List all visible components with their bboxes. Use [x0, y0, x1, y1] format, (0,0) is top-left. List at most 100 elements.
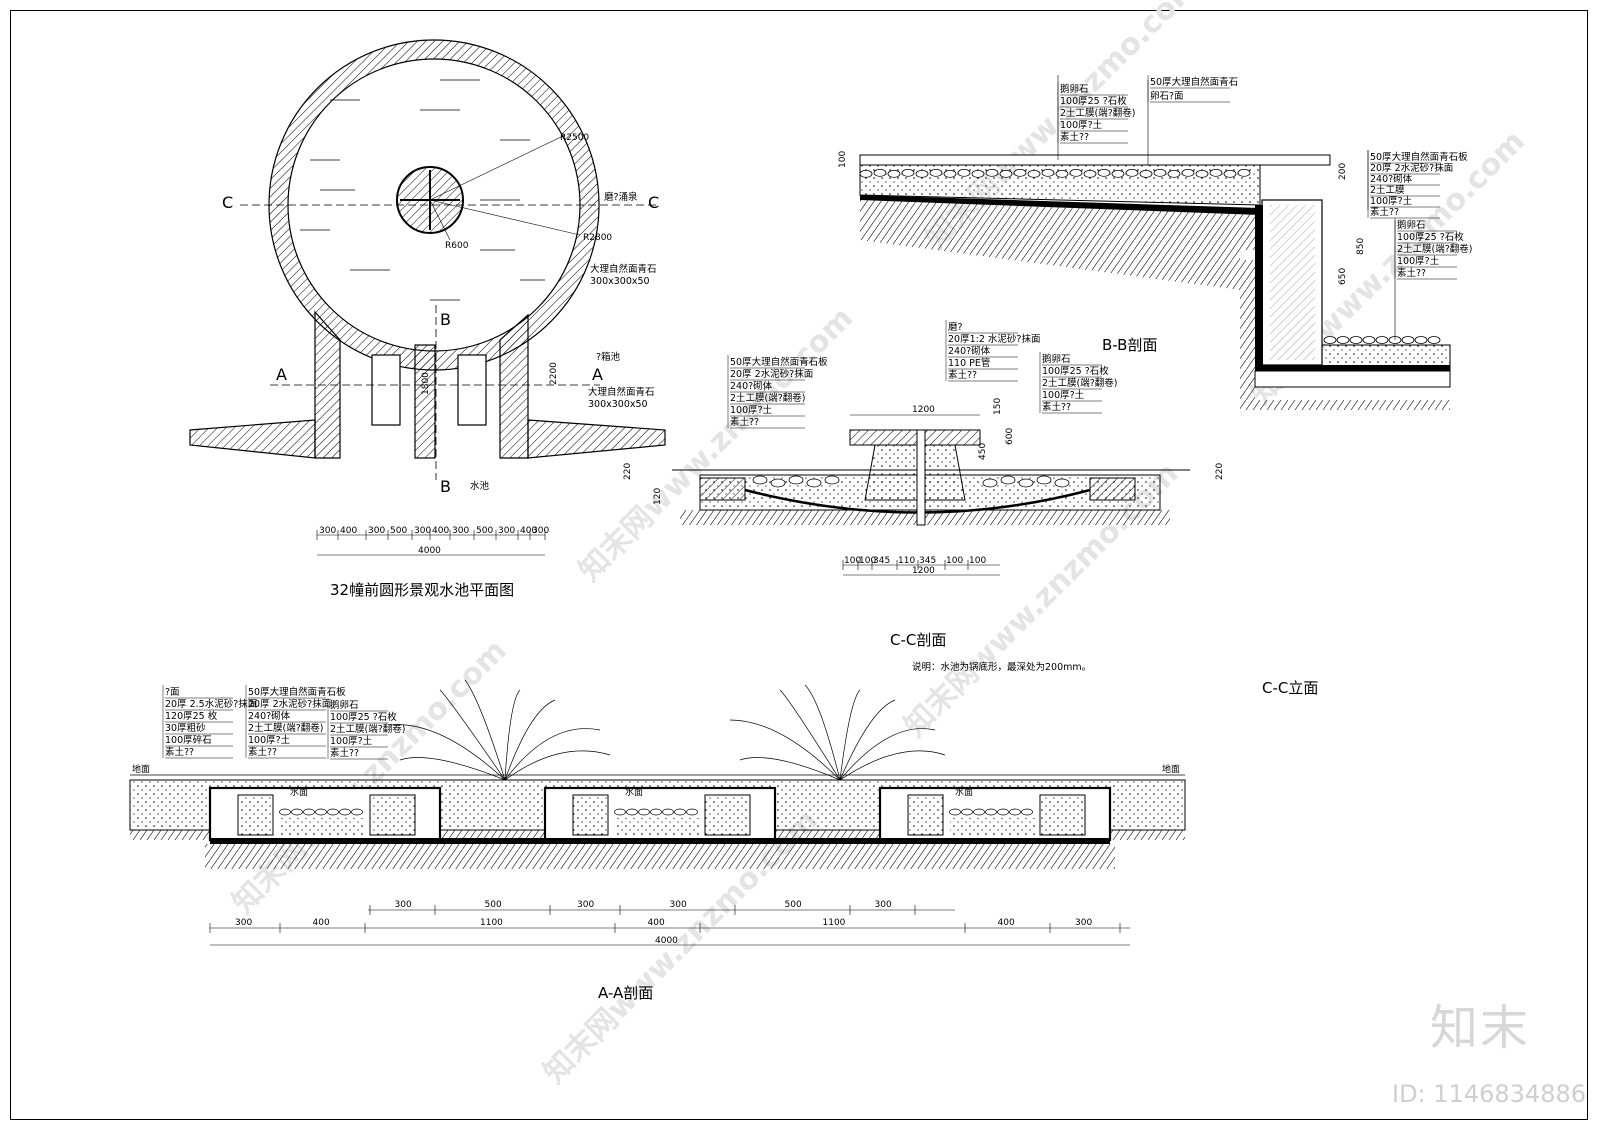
note-line: 240?砌体	[948, 345, 991, 357]
note-line: 100厚?土	[1060, 119, 1103, 131]
aa-dim-row1: 300	[875, 900, 892, 910]
cc-bottom-dim: 345	[919, 556, 936, 566]
note-line: 20厚 2.5水泥砂?抹面	[165, 698, 257, 710]
section-mark-c-left: C	[222, 193, 233, 212]
note-line: 2土工膜(端?翻卷)	[330, 723, 406, 735]
drawing-frame	[10, 10, 1588, 1120]
aa-dim-row2: 300	[1075, 918, 1092, 928]
cc-bottom-dim: 100	[946, 556, 963, 566]
note-line: 240?砌体	[730, 380, 773, 392]
cc-dim-450: 450	[978, 443, 988, 460]
cc-pebbles	[752, 475, 1070, 488]
plan-dim: 300	[368, 526, 385, 536]
note-line: 素土??	[1042, 401, 1071, 413]
cc-bottom-dim: 100	[844, 556, 861, 566]
note-line: 240?砌体	[1370, 173, 1413, 185]
note-line: 240?砌体	[248, 710, 291, 722]
note-line: 100厚?土	[248, 734, 291, 746]
note-line: 2土工膜(端?翻卷)	[1060, 107, 1136, 119]
aa-ground-right: 地面	[1162, 763, 1180, 775]
radius-600: R600	[445, 241, 469, 251]
note-line: 2土工膜(端?翻卷)	[1042, 377, 1118, 389]
note-line: 鹅卵石	[1060, 83, 1089, 95]
aa-dim-row2: 400	[648, 918, 665, 928]
cc-note: 说明：水池为锅底形，最深处为200mm。	[912, 661, 1091, 673]
note-line: 110 PE管	[948, 357, 990, 369]
cc-side-220-right: 220	[1215, 463, 1225, 480]
section-mark-c-right: C	[648, 193, 659, 212]
note-line: 素土??	[948, 369, 977, 381]
note-line: 鹅卵石	[330, 699, 359, 711]
note-line: 鹅卵石	[1042, 353, 1071, 365]
note-line: 100厚碎石	[165, 734, 212, 746]
note-line: 50厚大理自然面青石板	[248, 686, 346, 698]
note-line: ?面	[165, 687, 180, 698]
bb-dim-650: 650	[1338, 268, 1348, 285]
note-line: 2土工膜	[1370, 184, 1405, 196]
aa-water-2: 水面	[625, 786, 643, 798]
plan-dim: 300	[498, 526, 515, 536]
aa-dim-row1: 500	[785, 900, 802, 910]
note-line: 素土??	[1370, 206, 1399, 218]
aa-dim-row2: 400	[998, 918, 1015, 928]
pebble-row	[859, 168, 1441, 344]
section-mark-b-bottom: B	[440, 477, 451, 496]
spring-label: 磨?涌泉	[604, 191, 638, 203]
note-line: 100厚?土	[1397, 255, 1440, 267]
note-line: 20厚1:2 水泥砂?抹面	[948, 333, 1040, 345]
aa-dim-row1: 300	[670, 900, 687, 910]
note-line: 30厚粗砂	[165, 722, 206, 734]
aa-water-3: 水面	[955, 786, 973, 798]
cc-elevation-title: C-C立面	[1262, 679, 1318, 697]
plan-dim: 400	[432, 526, 449, 536]
plan-dim: 500	[390, 526, 407, 536]
aa-ground-left: 地面	[132, 763, 150, 775]
water-marks	[300, 79, 545, 301]
cc-bottom-dim: 100	[969, 556, 986, 566]
note-line: 50厚大理自然面青石板	[730, 356, 828, 368]
aa-dim-row1: 300	[395, 900, 412, 910]
aa-dim-row2: 1100	[823, 918, 846, 928]
note-line: 鹅卵石	[1397, 219, 1426, 231]
bb-title: B-B剖面	[1102, 336, 1157, 354]
section-mark-a-left: A	[276, 365, 287, 384]
note-line: 50厚大理自然面青石板	[1370, 151, 1468, 163]
note-line: 2土工膜(端?翻卷)	[248, 722, 324, 734]
note-line: 素土??	[248, 746, 277, 758]
note-line: 100厚?土	[730, 404, 773, 416]
bb-dim-200: 200	[1338, 163, 1348, 180]
plant-sketch	[389, 679, 946, 781]
aa-total: 4000	[655, 936, 678, 946]
cc-bottom-dim: 345	[873, 556, 890, 566]
cc-dim-150: 150	[993, 398, 1003, 415]
plan-dim: 500	[476, 526, 493, 536]
aa-dim-row2: 1100	[480, 918, 503, 928]
note-line: 100厚25 ?石枚	[1397, 231, 1464, 243]
stone-size-2: 300x300x50	[588, 399, 648, 410]
note-line: 100厚25 ?石枚	[330, 711, 397, 723]
note-line: 20厚 2水泥砂?抹面	[248, 698, 331, 710]
pool-label: ?箱池	[596, 351, 621, 363]
cc-section-title: C-C剖面	[890, 631, 946, 649]
note-line: 素土??	[1060, 131, 1089, 143]
cc-bottom-dim: 110	[898, 556, 915, 566]
cc-side-220: 220	[623, 463, 633, 480]
plan-dim: 400	[520, 526, 537, 536]
cc-dim-600: 600	[1005, 428, 1015, 445]
dim-1800: 1800	[421, 372, 431, 395]
aa-water-1: 水面	[290, 786, 308, 798]
